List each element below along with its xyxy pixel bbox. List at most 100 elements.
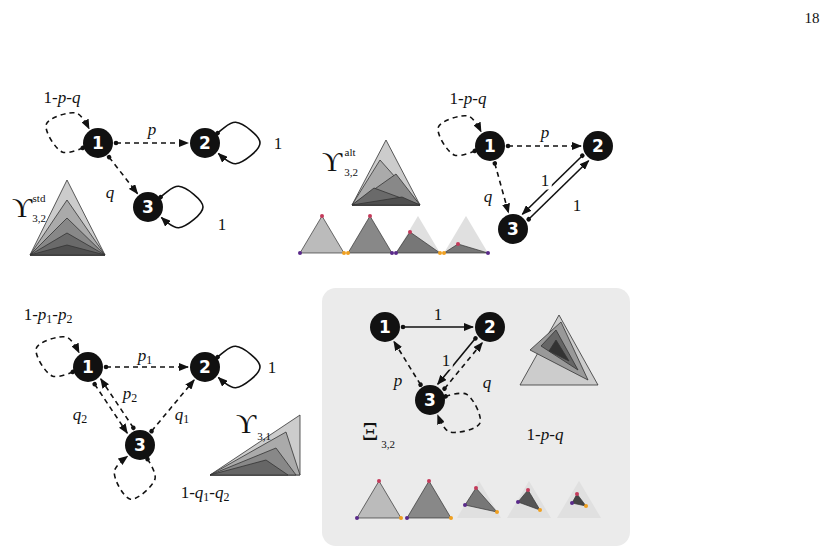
transition-probability: 1 [440,351,453,370]
transition-probability: 1-p-q [525,425,566,444]
transition-probability: p [146,120,159,139]
transition-arrow [438,338,476,384]
label-glyph: - [209,483,215,502]
transition-probability: q [104,183,117,202]
simplex-alt [352,140,420,205]
symbol-label: 3,2 [381,439,395,450]
label-glyph: 2 [223,490,229,504]
symbol-label: ϒ [12,194,32,222]
label-glyph: 1 [434,305,443,324]
state-number: 1 [82,357,94,377]
state-circle: 3 [125,430,155,460]
state-circle: 2 [190,352,220,382]
state-number: 1 [92,133,104,153]
label-glyph: 1 [46,312,52,326]
transition-probability: p2 [121,384,139,403]
label-glyph: 1 [442,351,451,370]
label-glyph: p [58,305,67,324]
transition-probability: q [481,373,494,392]
transition-probability: p [392,371,405,390]
label-glyph: 1 [183,412,189,426]
state-circle: 3 [498,214,528,244]
symbol-label: 3,2 [32,213,46,224]
transition-probability: 1-p1-p2 [22,305,75,324]
state-number: 1 [484,136,496,156]
label-glyph: q [478,89,487,108]
label-glyph: - [52,88,58,107]
label-glyph: q [195,483,204,502]
state-number: 2 [199,357,211,377]
label-glyph: p [123,384,132,403]
label-glyph: 1 [450,89,459,108]
simplex-xi [520,315,598,385]
transition-probability: q2 [71,405,89,424]
symbol-label: 3,1 [257,431,271,442]
state-circle: 1 [83,128,113,158]
label-glyph: 1 [44,88,53,107]
state-circle: 1 [475,131,505,161]
state-number: 2 [484,317,496,337]
transition-probability: p1 [136,346,154,365]
transition-probability: 1-p-q [448,89,489,108]
label-glyph: 1 [24,305,33,324]
transition-arrow [218,346,260,387]
label-glyph: - [458,89,464,108]
state-number: 2 [199,133,211,153]
label-glyph: p [394,371,403,390]
page-number: 18 [805,11,820,26]
label-glyph: 1 [274,134,283,153]
state-circle: 2 [190,128,220,158]
state-circle: 2 [583,131,613,161]
transition-arrow [152,380,195,431]
simplex-std [30,180,105,255]
transition-probability: q1 [173,405,191,424]
symbol-label: 3,2 [344,167,358,178]
transition-arrow [495,163,509,212]
label-glyph: p [38,305,47,324]
state-circle: 3 [133,192,163,222]
label-glyph: 1 [527,425,536,444]
state-number: 3 [424,390,436,410]
transition-arrow [529,161,589,220]
state-number: 3 [507,219,519,239]
label-glyph: q [73,405,82,424]
transition-probability: 1-q1-q2 [179,483,232,502]
transition-probability: 1 [571,196,584,215]
label-glyph: p [58,88,67,107]
label-glyph: 1 [218,215,227,234]
symbol-label: alt [345,147,356,158]
label-glyph: 2 [81,412,87,426]
symbol-label: ϒ [236,410,256,438]
symbol-label: ϒ [322,148,342,176]
transition-probability: p [539,123,552,142]
transition-probability: 1 [216,215,229,234]
transition-probability: 1 [272,134,285,153]
label-glyph: 1 [181,483,190,502]
label-glyph: 1 [573,196,582,215]
label-glyph: p [541,123,550,142]
state-circle: 2 [475,312,505,342]
transition-arrow [522,156,582,215]
state-number: 3 [134,435,146,455]
label-glyph: - [535,425,541,444]
transition-probability: 1-p-q [42,88,83,107]
label-glyph: q [555,425,564,444]
label-glyph: q [483,373,492,392]
transition-probability: 1 [432,305,445,324]
label-glyph: 1 [146,353,152,367]
transition-arrow [218,122,260,163]
simplex-sequence-alt [298,214,490,255]
label-glyph: p [541,425,550,444]
highlight-panel [322,288,630,546]
symbol-label: Ξ [362,419,379,445]
label-glyph: p [138,346,147,365]
label-glyph: - [52,305,58,324]
transition-arrow [161,186,203,227]
label-glyph: - [549,425,555,444]
label-glyph: 1 [541,171,550,190]
state-number: 2 [592,136,604,156]
label-glyph: q [215,483,224,502]
state-circle: 1 [370,312,400,342]
